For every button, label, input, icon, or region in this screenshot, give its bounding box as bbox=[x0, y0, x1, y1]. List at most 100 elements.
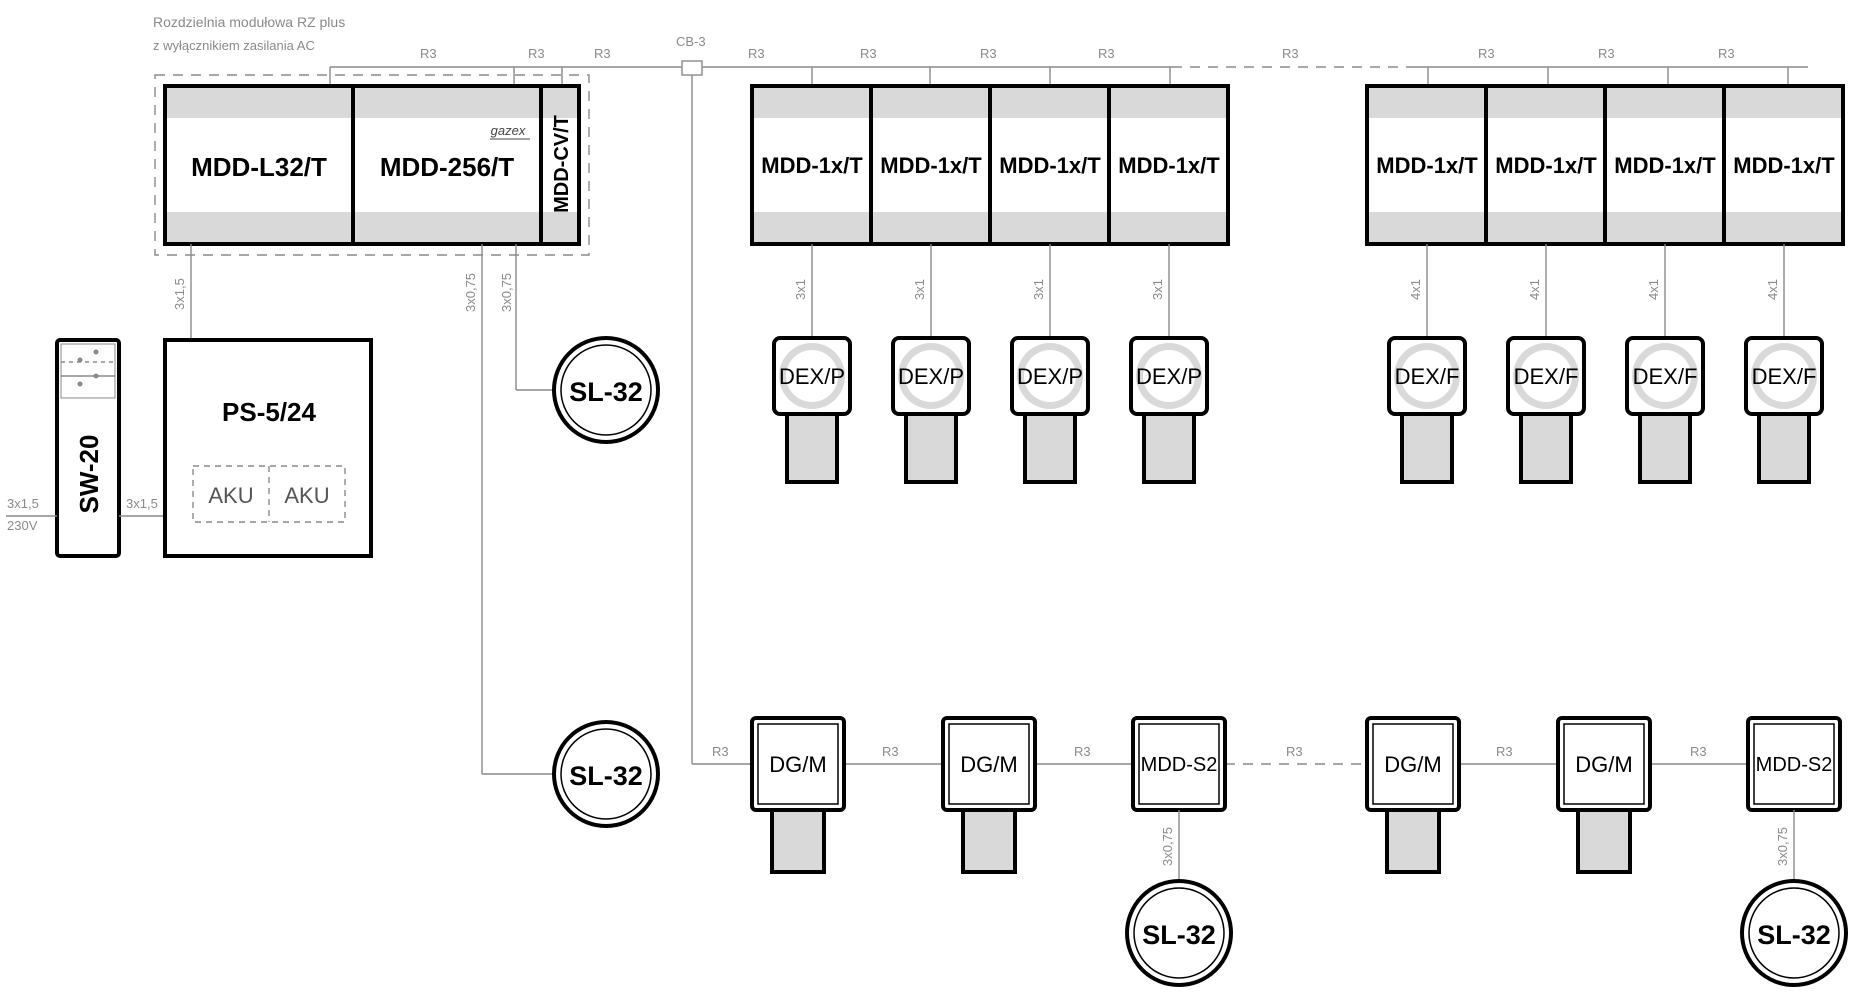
module-label: MDD-1x/T bbox=[1614, 153, 1716, 178]
device-label: DEX/F bbox=[1752, 364, 1817, 389]
device-label: DEX/F bbox=[1514, 364, 1579, 389]
r3-label: R3 bbox=[594, 46, 611, 61]
r3-label: R3 bbox=[1690, 744, 1707, 759]
power-supply-ps524: PS-5/24 AKU AKU bbox=[163, 338, 373, 558]
device-label: DEX/F bbox=[1395, 364, 1460, 389]
module-label: MDD-1x/T bbox=[761, 153, 863, 178]
cable-label: 4x1 bbox=[1765, 279, 1780, 300]
brand-label: gazex bbox=[491, 123, 526, 138]
cb3-label: CB-3 bbox=[676, 34, 706, 49]
detector-dg-m: DG/M bbox=[750, 716, 846, 874]
enclosure-title: Rozdzielnia modułowa RZ plus bbox=[153, 14, 345, 30]
battery-label: AKU bbox=[284, 483, 329, 508]
mdd1x-group-right: MDD-1x/T MDD-1x/T MDD-1x/T MDD-1x/T bbox=[1365, 84, 1845, 246]
r3-label: R3 bbox=[1478, 46, 1495, 61]
detector-cables-right: 4x1 4x1 4x1 4x1 bbox=[1408, 244, 1785, 338]
supply-voltage-label: 230V bbox=[7, 518, 38, 533]
cable-label: 3x1 bbox=[793, 279, 808, 300]
r3-label: R3 bbox=[1286, 744, 1303, 759]
cable-label: 3x0,75 bbox=[1775, 827, 1790, 866]
module-label: MDD-1x/T bbox=[1495, 153, 1597, 178]
cable-label: 3x1,5 bbox=[126, 496, 158, 511]
module-mdd-l32: MDD-L32/T bbox=[163, 84, 355, 246]
r3-label: R3 bbox=[1282, 46, 1299, 61]
cable-label: 3x0,75 bbox=[1160, 827, 1175, 866]
cable-label: 3x1 bbox=[1150, 279, 1165, 300]
detector-dex-f: DEX/F bbox=[1387, 336, 1467, 484]
enclosure-boundary bbox=[154, 74, 590, 256]
r3-label: R3 bbox=[1098, 46, 1115, 61]
device-label: DG/M bbox=[960, 752, 1017, 777]
module-label: MDD-L32/T bbox=[191, 152, 327, 182]
device-label: DEX/P bbox=[1017, 364, 1083, 389]
cable-label: 3x1 bbox=[1031, 279, 1046, 300]
r3-label: R3 bbox=[1598, 46, 1615, 61]
module-label: MDD-1x/T bbox=[880, 153, 982, 178]
r3-label: R3 bbox=[882, 744, 899, 759]
module-label: MDD-CV/T bbox=[551, 115, 573, 213]
module-mdd-s2: MDD-S2 bbox=[1746, 716, 1842, 812]
detector-dex-f: DEX/F bbox=[1625, 336, 1705, 484]
controller-cables: 3x1,5 3x0,75 3x0,75 bbox=[172, 244, 553, 775]
detector-dg-m: DG/M bbox=[1556, 716, 1652, 874]
device-label: SL-32 bbox=[1757, 920, 1831, 950]
r3-label: R3 bbox=[1074, 744, 1091, 759]
detector-dex-p: DEX/P bbox=[1129, 336, 1209, 484]
r3-label: R3 bbox=[980, 46, 997, 61]
module-label: SW-20 bbox=[74, 435, 104, 514]
mdd1x-group-left: MDD-1x/T MDD-1x/T MDD-1x/T MDD-1x/T bbox=[750, 84, 1230, 246]
r3-label: R3 bbox=[528, 46, 545, 61]
detector-dex-f: DEX/F bbox=[1506, 336, 1586, 484]
module-mdd-256: gazex MDD-256/T bbox=[351, 84, 543, 246]
cable-label: 4x1 bbox=[1527, 279, 1542, 300]
cb3-junction bbox=[681, 60, 703, 76]
cable-label: 4x1 bbox=[1646, 279, 1661, 300]
switch-sw20: SW-20 bbox=[55, 338, 121, 558]
device-label: SL-32 bbox=[1142, 920, 1216, 950]
battery-label: AKU bbox=[208, 483, 253, 508]
signaller-sl32: SL-32 bbox=[552, 720, 660, 828]
detector-dex-f: DEX/F bbox=[1744, 336, 1824, 484]
r3-label: R3 bbox=[1718, 46, 1735, 61]
detector-cables-left: 3x1 3x1 3x1 3x1 bbox=[793, 244, 1170, 338]
signaller-sl32: SL-32 bbox=[1125, 879, 1233, 987]
r3-label: R3 bbox=[860, 46, 877, 61]
device-label: DG/M bbox=[1575, 752, 1632, 777]
bus-lines bbox=[329, 66, 1808, 86]
cable-label: 3x1,5 bbox=[172, 278, 187, 310]
detector-dex-p: DEX/P bbox=[891, 336, 971, 484]
detector-dex-p: DEX/P bbox=[772, 336, 852, 484]
supply-cable-label: 3x1,5 bbox=[7, 496, 39, 511]
module-label: MDD-1x/T bbox=[1376, 153, 1478, 178]
cable-label: 3x0,75 bbox=[499, 273, 514, 312]
cable-label: 4x1 bbox=[1408, 279, 1423, 300]
device-label: DEX/P bbox=[1136, 364, 1202, 389]
device-label: DG/M bbox=[1384, 752, 1441, 777]
r3-label: R3 bbox=[712, 744, 729, 759]
device-label: MDD-S2 bbox=[1141, 754, 1218, 776]
cable-label: 3x1 bbox=[912, 279, 927, 300]
signaller-sl32: SL-32 bbox=[1740, 879, 1848, 987]
cable-label: 3x0,75 bbox=[463, 273, 478, 312]
device-label: SL-32 bbox=[569, 761, 643, 791]
device-label: SL-32 bbox=[569, 377, 643, 407]
module-label: MDD-1x/T bbox=[999, 153, 1101, 178]
top-r3-labels: R3 R3 R3 R3 R3 R3 R3 R3 R3 R3 R3 bbox=[420, 46, 1735, 61]
r3-label: R3 bbox=[1496, 744, 1513, 759]
module-mdd-s2: MDD-S2 bbox=[1131, 716, 1227, 812]
device-label: DEX/P bbox=[898, 364, 964, 389]
detector-dg-m: DG/M bbox=[1365, 716, 1461, 874]
module-label: MDD-1x/T bbox=[1118, 153, 1220, 178]
enclosure-subtitle: z wyłącznikiem zasilania AC bbox=[153, 38, 315, 53]
device-label: DEX/F bbox=[1633, 364, 1698, 389]
module-label: MDD-1x/T bbox=[1733, 153, 1835, 178]
bottom-bus: R3 R3 R3 R3 R3 R3 bbox=[712, 744, 1746, 765]
module-label: MDD-256/T bbox=[380, 152, 514, 182]
module-mdd-cv: MDD-CV/T bbox=[539, 84, 581, 246]
detector-dg-m: DG/M bbox=[941, 716, 1037, 874]
device-label: DEX/P bbox=[779, 364, 845, 389]
signaller-sl32: SL-32 bbox=[552, 336, 660, 444]
r3-label: R3 bbox=[420, 46, 437, 61]
device-label: DG/M bbox=[769, 752, 826, 777]
